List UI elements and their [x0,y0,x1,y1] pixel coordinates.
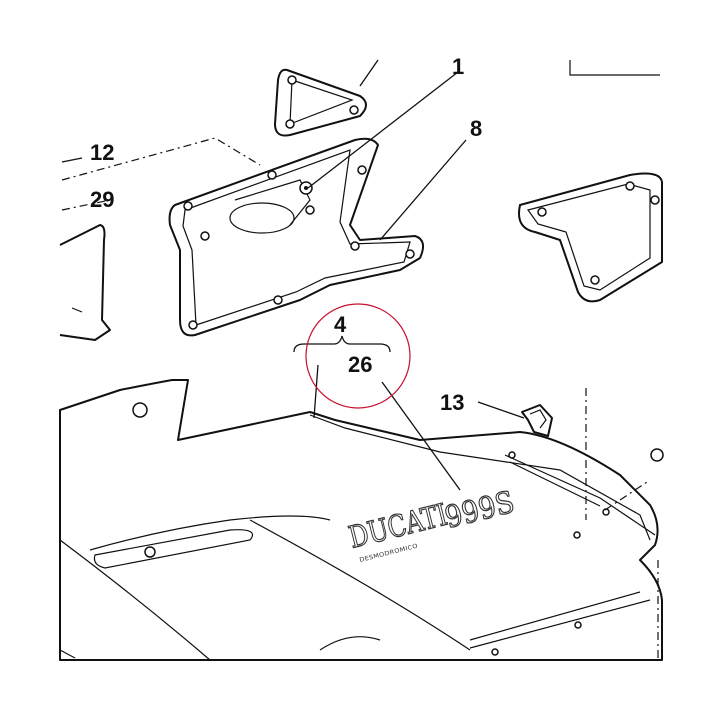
right-side-bracket [518,172,663,303]
large-gasket-panel [168,137,425,337]
clip-part [521,404,553,437]
leader-8 [379,139,467,241]
left-fairing-piece [59,224,111,341]
callout-26: 26 [348,352,372,377]
leader-1 [307,71,459,189]
callout-4: 4 [334,312,347,337]
main-fairing-body [59,379,664,661]
callout-29: 29 [90,187,114,212]
callout-8: 8 [470,116,482,141]
frame-corner-mark [569,60,660,76]
small-triangular-gasket [274,59,379,137]
leader-4 [313,364,319,419]
leader-26 [381,381,461,491]
dashed-line-29 [61,199,111,211]
leader-12 [61,157,83,163]
callout-13: 13 [440,390,464,415]
highlight-circle [305,303,411,409]
leader-4-bracket [293,335,391,353]
callout-1: 1 [452,54,464,79]
callout-12: 12 [90,140,114,165]
dashed-line-12 [61,137,261,181]
leader-13 [477,401,525,419]
